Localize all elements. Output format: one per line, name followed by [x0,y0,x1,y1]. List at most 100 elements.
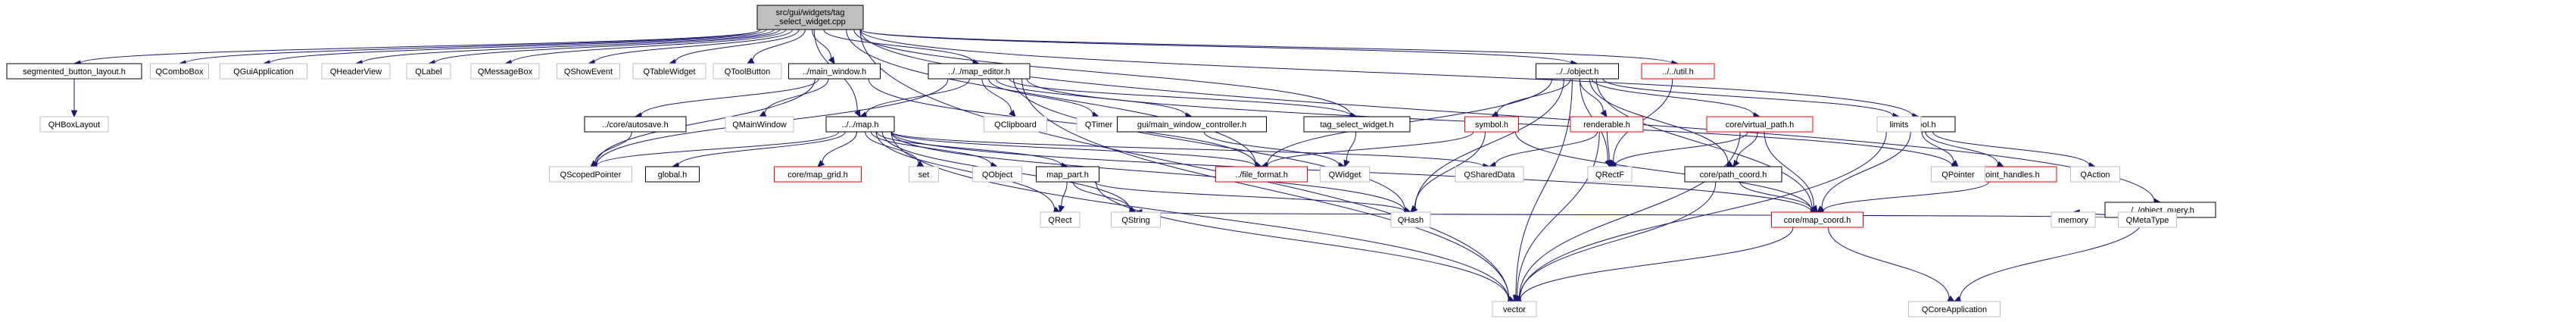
edge-line [846,29,1256,165]
node-root[interactable]: src/gui/widgets/tag_select_widget.cpp [756,5,864,30]
node-box [725,116,794,133]
edge-line [594,29,794,63]
node-box [150,63,209,80]
node-label: ../../util.h [1662,67,1694,77]
node-autosave[interactable]: ../core/autosave.h [584,116,687,133]
edge-renderable-to-qshareddata [1488,131,1598,168]
node-util[interactable]: ../../util.h [1641,63,1715,80]
node-label: core/map_grid.h [787,170,848,180]
edge-line [868,78,1256,166]
edge-map_editor-to-vector [1021,78,1516,302]
edge-line [1414,131,1486,208]
node-label: QObject [982,170,1012,180]
edge-line [1519,131,1887,299]
node-box [1215,166,1308,183]
node-label: map_part.h [1046,170,1089,180]
edge-line [595,78,816,165]
edge-line [752,29,806,61]
node-map-editor[interactable]: ../../map_editor.h [928,63,1031,80]
node-symbol[interactable]: symbol.h [1464,116,1519,133]
node-map-grid[interactable]: core/map_grid.h [774,166,862,183]
node-label: QShowEvent [564,67,613,77]
node-map-part[interactable]: map_part.h [1036,166,1099,183]
node-gmwc[interactable]: gui/main_window_controller.h [1117,116,1267,133]
edge-object-to-virtual_path [1591,78,1761,119]
edge-line [641,78,819,116]
node-set: set [909,166,939,183]
node-label: vector [1503,305,1526,314]
node-qobject: QObject [972,166,1022,183]
edge-line [1764,131,1815,208]
edge-map_part-to-qhash [1094,181,1412,215]
node-map-coord[interactable]: core/map_coord.h [1771,211,1863,228]
node-label: QComboBox [156,67,204,77]
edge-line [890,131,1256,167]
node-box [756,5,864,30]
edge-line [1932,131,2090,166]
edge-line [870,131,992,166]
edge-line [1827,227,1950,299]
node-box [584,116,687,133]
node-seg[interactable]: segmented_button_layout.h [6,63,142,80]
node-qhboxlayout: QHBoxLayout [39,116,109,133]
node-label: ../../map_editor.h [948,67,1010,77]
node-box [1303,116,1411,133]
node-label: src/gui/widgets/tag [775,8,844,17]
node-map[interactable]: ../../map.h [825,116,895,133]
edge-arrowhead [1343,159,1350,168]
node-label: gui/main_window_controller.h [1137,120,1246,130]
node-label: QCoreApplication [1922,305,1987,314]
node-file-format[interactable]: ../file_format.h [1215,166,1308,183]
edge-line [764,78,829,114]
node-box [470,63,540,80]
node-box [1036,166,1099,183]
edge-line [859,29,1913,117]
node-label: ../../object.h [1556,67,1599,77]
edge-line [1591,78,1754,116]
edge-line [510,29,787,64]
node-renderable[interactable]: renderable.h [1570,116,1644,133]
edge-line [1602,78,1894,117]
node-qstring: QString [1111,211,1161,228]
edge-main_window-to-autosave [634,78,819,119]
node-label: QHBoxLayout [48,120,100,130]
node-box [1931,166,1985,183]
edge-line [594,131,632,163]
node-box [972,166,1022,183]
edge-symbol-to-file_format [1260,131,1474,169]
node-virtual-path[interactable]: core/virtual_path.h [1706,116,1813,133]
edge-map_coord-to-vector [1513,227,1794,303]
node-object[interactable]: ../../object.h [1536,63,1619,80]
node-memory: memory [2051,211,2096,228]
edge-line [1496,78,1571,114]
node-qtablewidget: QTableWidget [632,63,706,80]
edge-line [1013,78,1405,211]
node-box [1390,211,1431,228]
edge-line [678,131,846,166]
edge-virtual_path-to-qrectf [1608,131,1748,169]
node-box [2070,166,2120,183]
node-label: QMetaType [2126,216,2169,225]
edge-map_editor-to-qtimer [988,78,1100,118]
node-label: gui/point_handles.h [1967,170,2039,180]
edge-root-to-qtoolbutton [746,29,806,64]
edge-line [875,131,1056,210]
edge-line [1203,131,1339,166]
node-main-window[interactable]: ../main_window.h [788,63,881,80]
node-label: tag_select_widget.h [1320,120,1393,130]
edge-path_coord-to-vector [1513,181,1717,302]
node-box [220,63,307,80]
node-label: limits [1889,120,1909,130]
edge-line [80,29,761,64]
node-path-coord[interactable]: core/path_coord.h [1684,166,1782,183]
edge-line [1736,131,1758,162]
node-label: symbol.h [1475,120,1508,130]
node-box [6,63,142,80]
node-qmessagebox: QMessageBox [470,63,540,80]
node-label: renderable.h [1583,120,1630,130]
node-tag-select[interactable]: tag_select_widget.h [1303,116,1411,133]
node-label: QMainWindow [732,120,787,130]
edge-line [1141,211,2109,218]
edge-line [890,131,1405,211]
node-global[interactable]: global.h [645,166,700,183]
